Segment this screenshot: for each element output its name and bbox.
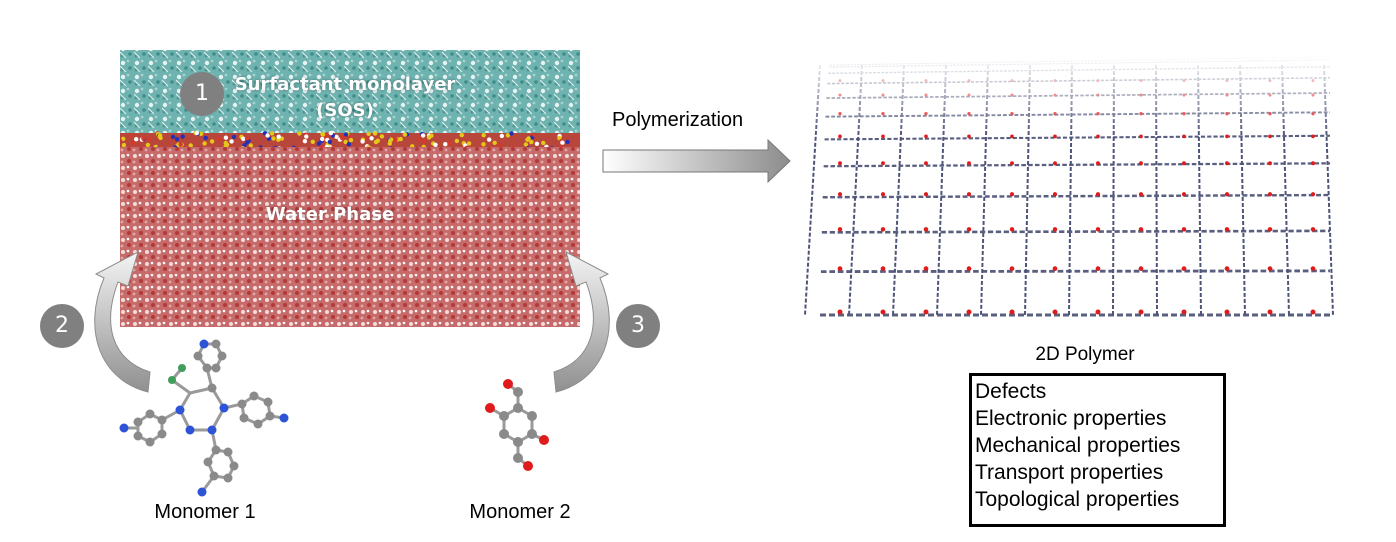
step-1-circle: 1 [180,72,224,116]
property-mechanical: Mechanical properties [975,434,1181,457]
property-electronic: Electronic properties [975,407,1167,430]
curved-arrow-right [553,251,610,393]
polymer-properties-box: Defects Electronic properties Mechanical… [969,373,1226,527]
monomer-1-label: Monomer 1 [154,501,256,523]
monomer-1-nitrogen-atoms [119,339,289,497]
curved-arrow-left [94,251,151,393]
polymerization-label: Polymerization [612,109,744,131]
monomer-2-structure [485,379,549,471]
property-topological: Topological properties [975,488,1180,511]
water-phase-region [120,147,580,327]
monolayer-label-line1: Surfactant monolayer [234,74,456,95]
property-transport: Transport properties [975,461,1164,484]
water-phase-label: Water Phase [265,204,395,225]
step-3-circle: 3 [616,304,660,348]
step-2-circle: 2 [40,304,84,348]
2d-polymer-sheet [800,55,1340,325]
monomer-2-carbon-atoms [499,387,537,463]
simulation-box [120,50,580,327]
surfactant-monolayer-label: Surfactant monolayer (SOS) [210,72,480,124]
2d-polymer-label: 2D Polymer [1035,344,1135,365]
monomer-2-oxygen-atoms [485,379,549,471]
monolayer-label-line2: (SOS) [316,100,374,121]
polymerization-arrow [602,138,791,184]
monomer-1-green-atoms [168,364,186,384]
monomer-1-structure [119,339,289,497]
property-defects: Defects [975,380,1047,403]
monomer-2-label: Monomer 2 [469,501,571,523]
monomer-1-carbon-atoms [133,339,275,483]
